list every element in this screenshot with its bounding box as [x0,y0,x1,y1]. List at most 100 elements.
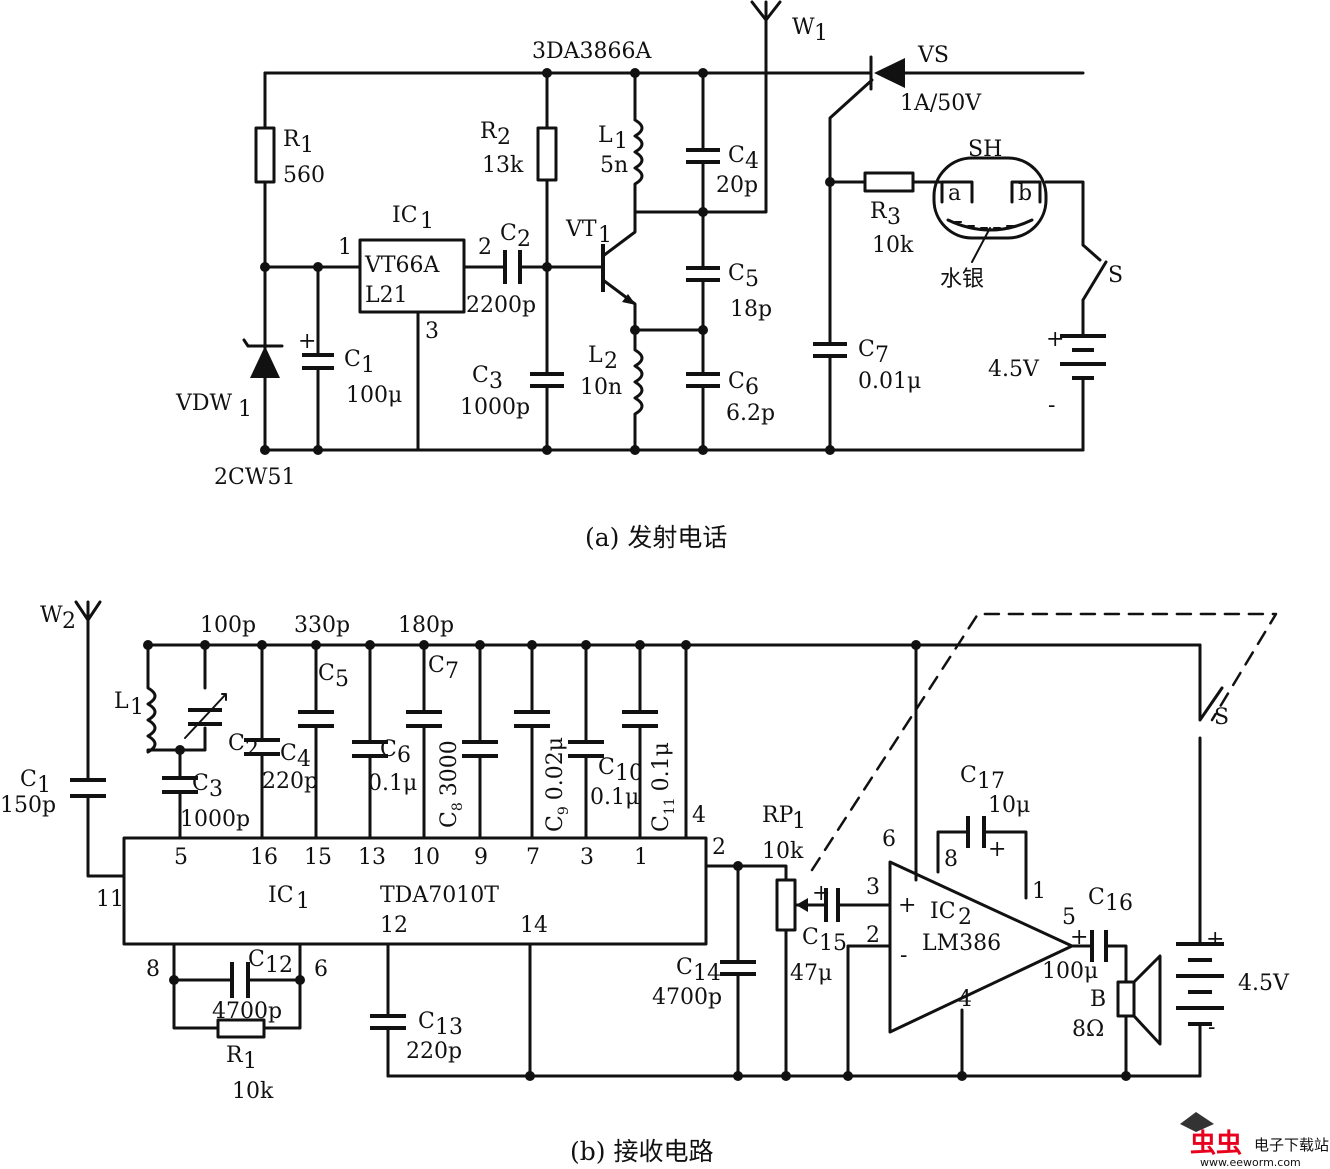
t-transistor-part: 3DA3866A [532,39,653,64]
watermark-url: www.eeworm.com [1200,1156,1301,1169]
t-sh-mercury-switch [932,156,1048,263]
r-ic2-plus: + [898,893,916,918]
r-c8-label: C83000 [437,740,466,828]
r-battery-minus: - [1208,1015,1215,1040]
t-vs-rating: 1A/50V [900,91,982,116]
t-sh-b: b [1018,181,1032,206]
r-ic2-pin6: 6 [882,827,896,852]
r-c12-capacitor [230,962,250,998]
t-c5-capacitor [686,266,720,282]
r-r1-sub: 1 [243,1049,257,1074]
t-vdw1-name: VDW [175,391,233,416]
t-c5-value: 18p [730,297,772,322]
r-c8-capacitor [462,740,498,758]
r-c15-capacitor [824,888,840,922]
t-switch-name: S [1108,263,1123,288]
r-c13-name: C [418,1009,435,1034]
r-c2-capacitor [188,708,222,726]
t-vs-scr [828,55,905,346]
r-c11-value: 0.1μ [649,742,674,791]
r-battery-label: 4.5V [1238,971,1290,996]
r-c16-plus: + [1070,925,1088,950]
caption-transmitter: (a) 发射电话 [585,523,727,552]
t-c3-name: C [472,363,489,388]
r-ic1-pin-1: 1 [634,845,648,870]
r-c4-name: C [280,741,297,766]
t-c4-capacitor [686,148,720,164]
t-c4-value: 20p [716,173,758,198]
r-c15-value: 47μ [790,961,832,986]
t-battery-plus: + [1046,327,1064,352]
t-c1-capacitor [263,265,362,452]
r-ic1-pin-5: 5 [174,845,188,870]
t-ic1-pin1: 1 [338,235,352,260]
t-battery [1060,334,1106,452]
t-l2-sub: 2 [604,349,618,374]
r-c9-name: C [543,815,568,832]
caption-receiver: (b) 接收电路 [570,1137,713,1166]
r-r1-name: R [226,1043,244,1068]
r-ic2-pin8: 8 [944,847,958,872]
r-ic1-pin11: 11 [96,887,124,912]
t-vdw1-zener [242,336,284,384]
r-ic1-pin4: 4 [692,803,706,828]
t-vt1-sub: 1 [598,223,612,248]
r-ic2-pin5: 5 [1062,905,1076,930]
r-c12-sub: 12 [265,953,293,978]
r-c6-sub: 6 [397,743,411,768]
r-rp1-name: RP [762,803,794,828]
r-c16-value: 100μ [1042,959,1098,984]
r-w2-name: W [40,603,63,628]
r-c1-capacitor [70,778,106,798]
t-vt1-name: VT [565,217,597,242]
r-c14-capacitor [720,960,756,976]
t-r3-sub: 3 [887,205,901,230]
r-ic1-pin-10: 10 [412,845,440,870]
r-c12-name: C [248,947,265,972]
r-ic1-pin-9: 9 [474,845,488,870]
t-ic1-sub: 1 [420,209,434,234]
r-battery [1176,942,1224,1078]
r-ic1-pin-15: 15 [304,845,332,870]
t-c1-value: 100μ [346,383,402,408]
t-l1-inductor [633,71,644,214]
r-c12-value: 4700p [212,999,282,1024]
receiver-circuit: W 2 C 1 150p L 1 100p C 2 C 3 1000p C 4 … [0,600,1290,1166]
r-ic2-sub: 2 [958,905,972,930]
t-c7-name: C [858,337,875,362]
r-c6-capacitor [352,740,388,758]
r-l1-name: L [114,689,129,714]
r-ic2-part: LM386 [922,931,1001,956]
r-c2-sub: 2 [245,737,259,762]
r-c5-capacitor [298,710,334,728]
t-mercury-label: 水银 [940,267,984,292]
t-c3-value: 1000p [460,395,530,420]
r-c5-value: 330p [294,613,350,638]
r-c9-sub: 9 [556,806,572,815]
t-battery-label: 4.5V [988,357,1040,382]
r-c16-name: C [1088,885,1105,910]
r-c10-value: 0.1μ [590,785,639,810]
r-ic1-pin-7: 7 [526,845,540,870]
t-ic1-pin2: 2 [478,235,492,260]
r-c3-value: 1000p [180,807,250,832]
r-ic1-pin2: 2 [712,835,726,860]
t-c6-name: C [728,369,745,394]
r-c1-name: C [20,767,37,792]
t-c5-sub: 5 [745,267,759,292]
t-l2-value: 10n [580,375,622,400]
r-c7-sub: 7 [445,659,459,684]
t-c3-capacitor [530,372,564,388]
r-ic1-pin-13: 13 [358,845,386,870]
t-r1-sub: 1 [300,133,314,158]
r-c3-name: C [192,771,209,796]
r-c15-sub: 15 [819,931,847,956]
r-speaker [1116,954,1162,1078]
r-c3-capacitor [162,776,198,794]
r-c7-value: 180p [398,613,454,638]
r-c4-value: 220p [262,769,318,794]
t-w1-antenna [750,0,782,22]
r-ic1-part: TDA7010T [380,883,499,908]
r-switch-name: S [1214,705,1229,730]
